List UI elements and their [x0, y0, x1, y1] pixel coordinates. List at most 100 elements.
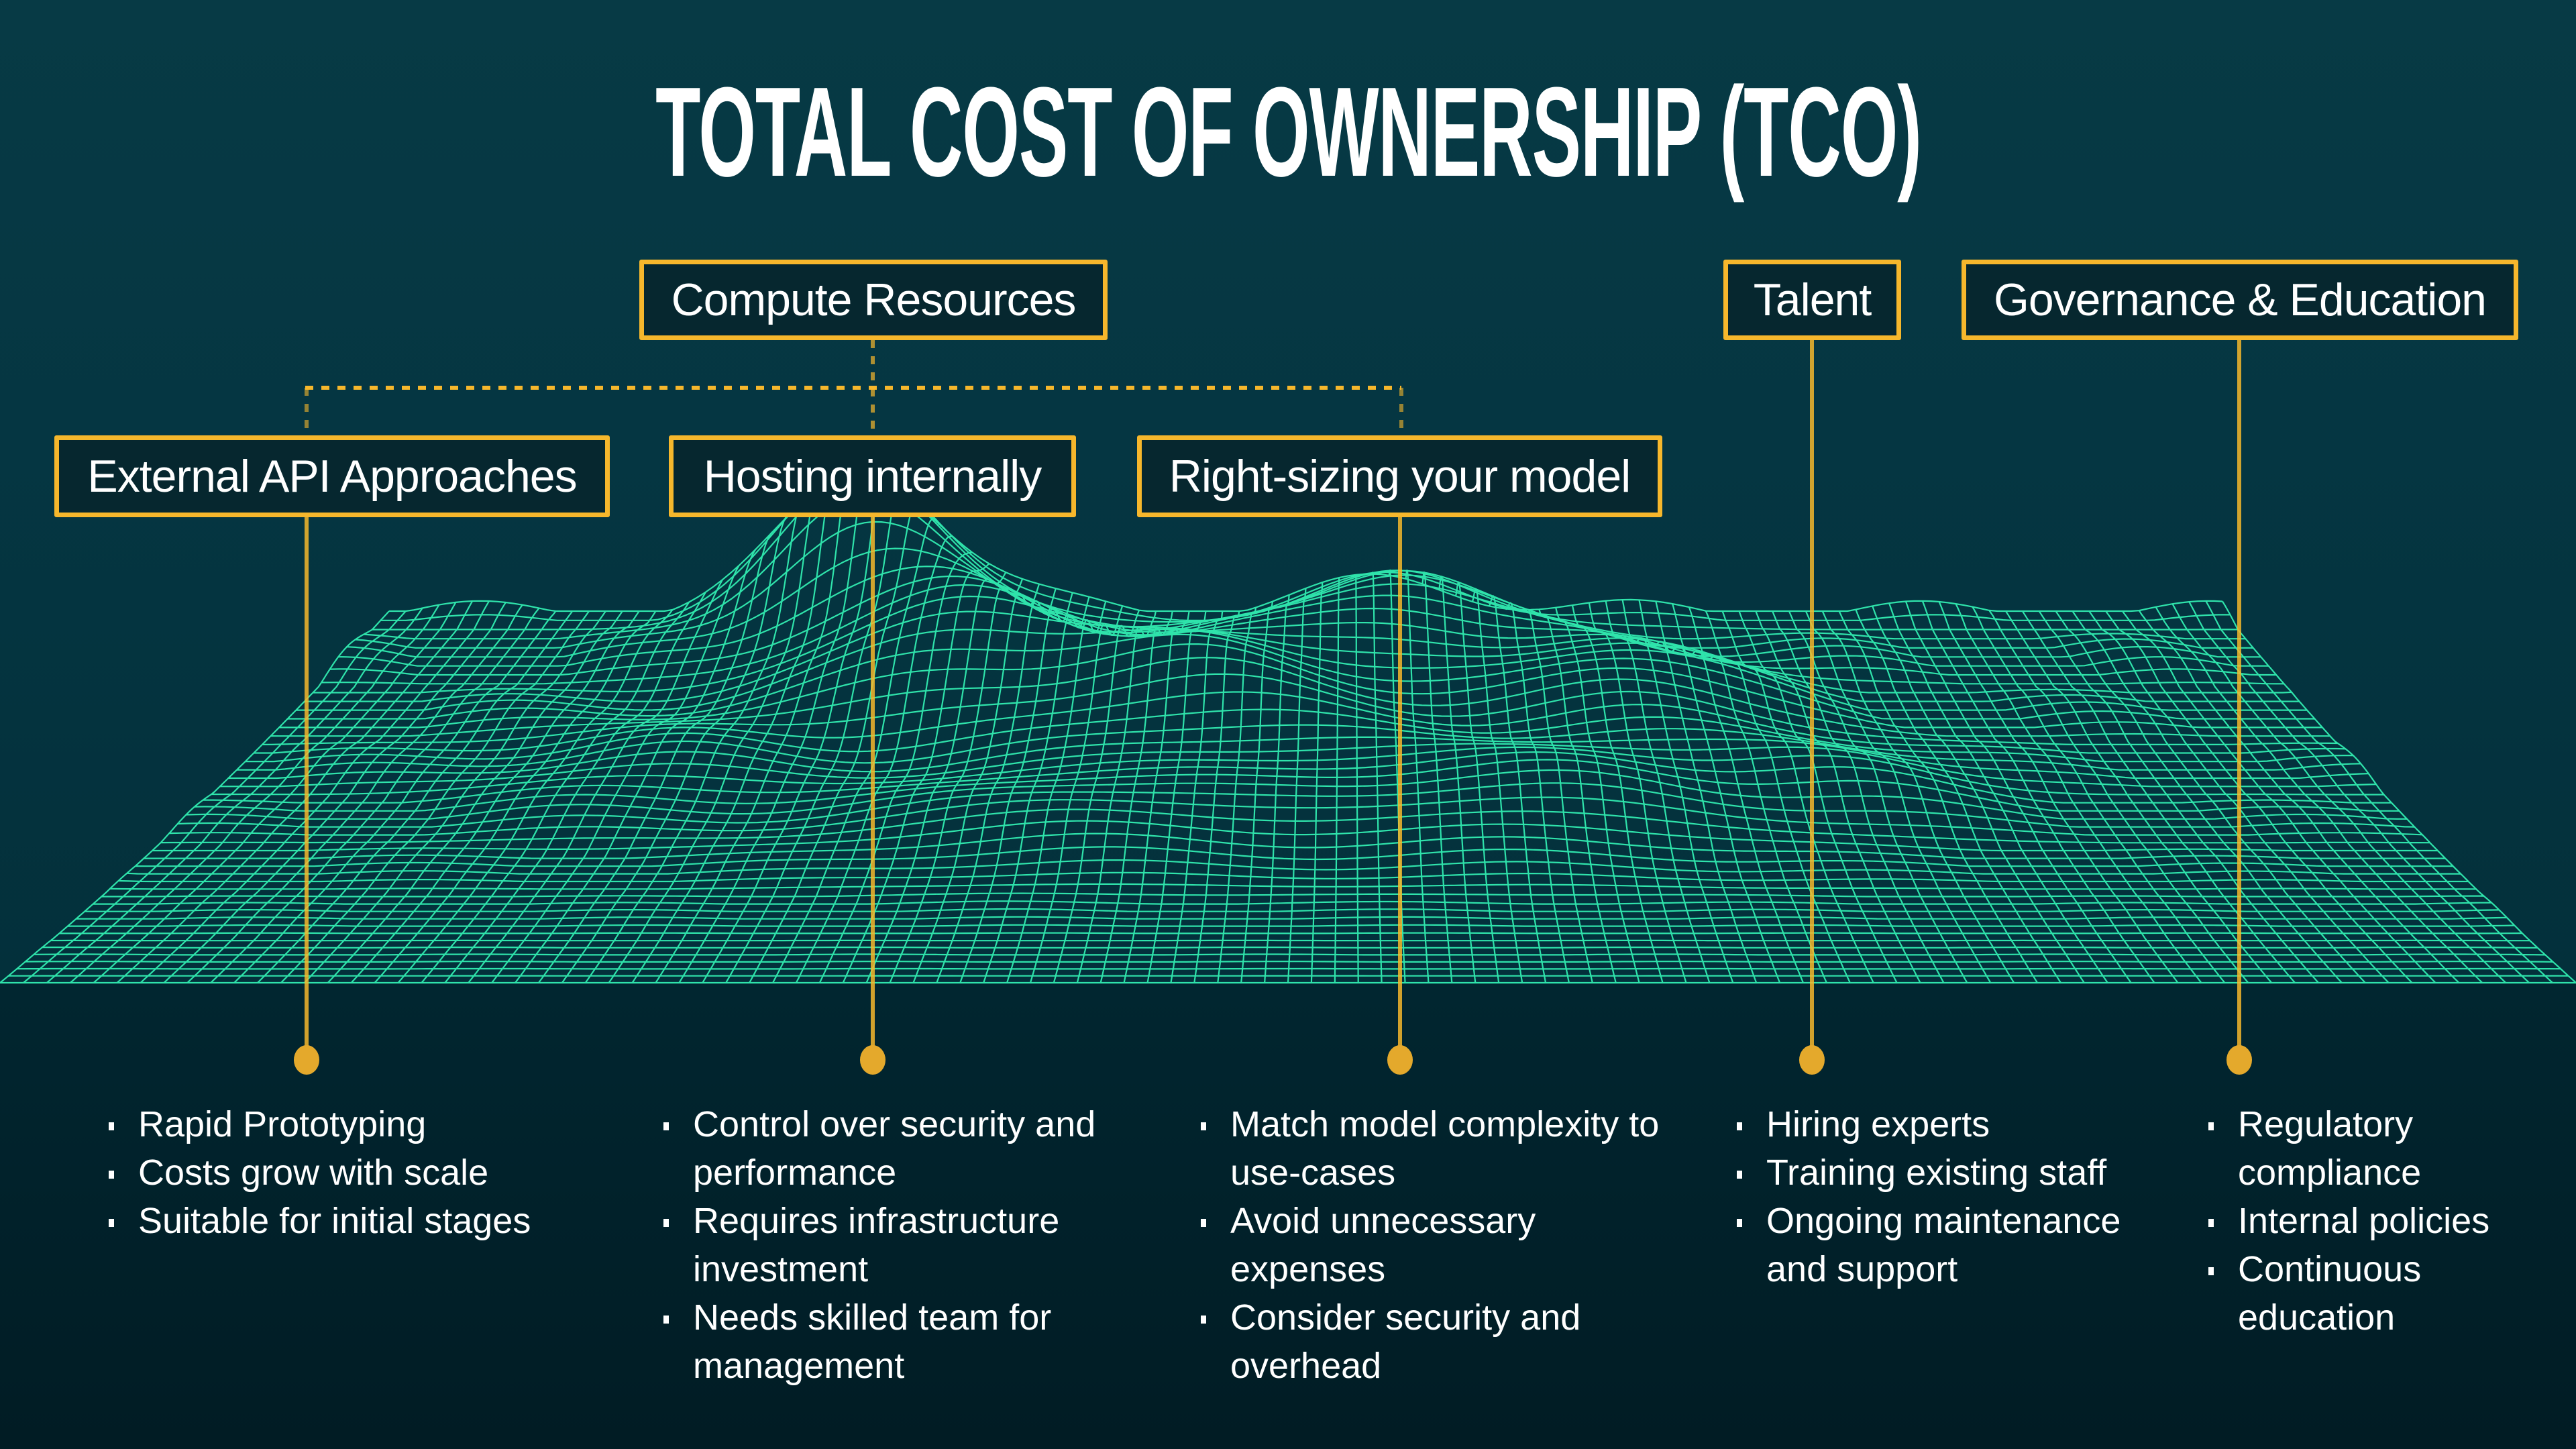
mesh-line: [1838, 610, 2039, 983]
list-item: Suitable for initial stages: [109, 1197, 568, 1245]
mesh-line: [350, 610, 640, 983]
mesh-line: [163, 602, 506, 983]
mesh-line: [1029, 605, 1124, 983]
compute-label: Compute Resources: [671, 274, 1077, 325]
mesh-line: [818, 551, 973, 983]
right-sizing-box: Right-sizing your model: [1137, 435, 1662, 517]
mesh-line: [421, 601, 690, 983]
mesh-line: [210, 607, 540, 983]
mesh-line: [1772, 610, 1945, 983]
mesh-line: [515, 549, 757, 983]
mesh-line: [2138, 610, 2460, 983]
mesh-line: [1006, 601, 1107, 983]
list-item: Regulatory compliance: [2208, 1100, 2553, 1197]
mesh-line: [1455, 581, 1500, 983]
mesh-line: [1588, 602, 1687, 983]
mesh-line: [1755, 610, 1921, 983]
mesh-line: [69, 604, 440, 983]
mesh-line: [538, 531, 773, 983]
mesh-line: [186, 604, 523, 983]
mesh-line: [233, 610, 557, 983]
mesh-line: [1938, 601, 2179, 983]
mesh-line: [1872, 606, 2085, 983]
mesh-line: [1972, 606, 2226, 983]
list-item: Internal policies: [2208, 1197, 2553, 1245]
talent-label: Talent: [1753, 274, 1872, 325]
mesh-line: [655, 466, 857, 983]
mesh-line: [2222, 600, 2576, 983]
mesh-line: [1855, 609, 2061, 983]
list-item: Training existing staff: [1737, 1148, 2182, 1197]
list-item: Costs grow with scale: [109, 1148, 568, 1197]
list-item: Avoid unnecessary expenses: [1201, 1197, 1673, 1293]
list-item: Continuous education: [2208, 1245, 2553, 1342]
right-sizing-label: Right-sizing your model: [1169, 451, 1631, 502]
mesh-line: [2072, 610, 2366, 983]
mesh-line: [631, 472, 840, 983]
mesh-line: [1904, 601, 2132, 983]
mesh-line: [1354, 574, 1359, 983]
rightsizing-dot: [1387, 1045, 1413, 1075]
list-item: Hiring experts: [1737, 1100, 2182, 1148]
mesh-line: [1805, 610, 1992, 983]
mesh-line: [468, 579, 723, 983]
list-item: Control over security and performance: [663, 1100, 1136, 1197]
mesh-line: [2005, 610, 2273, 983]
mesh-line: [959, 592, 1073, 983]
list-item: Ongoing maintenance and support: [1737, 1197, 2182, 1293]
mesh-line: [280, 610, 590, 983]
mesh-line: [1193, 610, 1240, 983]
mesh-line: [116, 600, 474, 983]
mesh-line: [1471, 588, 1523, 983]
hosting-label: Hosting internally: [703, 451, 1042, 502]
external-api-list: Rapid Prototyping Costs grow with scale …: [109, 1100, 568, 1245]
mesh-line: [912, 584, 1040, 983]
mesh-line: [889, 578, 1024, 983]
mesh-line: [397, 609, 674, 983]
mesh-line: [725, 484, 907, 983]
talent-dot: [1799, 1045, 1825, 1075]
page-title: TOTAL COST OF OWNERSHIP (TCO): [0, 68, 2576, 196]
mesh-line: [1955, 603, 2202, 983]
mesh-line: [749, 500, 924, 983]
external-dot: [294, 1045, 319, 1075]
mesh-line: [1788, 610, 1968, 983]
mesh-line: [2105, 610, 2413, 983]
mesh-line: [702, 473, 890, 983]
mesh-line: [1688, 606, 1827, 983]
mesh-line: [1621, 599, 1734, 983]
mesh-line: [304, 610, 606, 983]
mesh-line: [0, 610, 390, 983]
mesh-line: [678, 466, 873, 983]
mesh-line: [2171, 603, 2507, 983]
mesh-line: [1571, 604, 1664, 983]
mesh-line: [1170, 610, 1224, 983]
mesh-line: [1705, 610, 1851, 983]
mesh-line: [1123, 610, 1190, 983]
hosting-box: Hosting internally: [669, 435, 1076, 517]
mesh-line: [257, 610, 574, 983]
external-api-box: External API Approaches: [54, 435, 610, 517]
mesh-line: [1721, 610, 1874, 983]
mesh-line: [1638, 600, 1758, 983]
mesh-line: [1371, 571, 1383, 983]
right-sizing-list: Match model complexity to use-cases Avoi…: [1201, 1100, 1673, 1390]
mesh-line: [93, 602, 457, 983]
mesh-line: [444, 591, 707, 983]
mesh-line: [608, 483, 823, 983]
mesh-line: [936, 588, 1057, 983]
mesh-line: [1053, 610, 1140, 983]
list-item: Consider security and overhead: [1201, 1293, 1673, 1390]
mesh-line: [865, 572, 1007, 983]
mesh-line: [46, 607, 423, 983]
hosting-list: Control over security and performance Re…: [663, 1100, 1136, 1390]
mesh-line: [1555, 607, 1640, 983]
mesh-line: [2021, 610, 2296, 983]
mesh-line: [491, 565, 740, 983]
list-item: Rapid Prototyping: [109, 1100, 568, 1148]
mesh-line: [1388, 569, 1406, 983]
mesh-line: [2205, 600, 2553, 983]
compute-resources-box: Compute Resources: [639, 260, 1108, 340]
